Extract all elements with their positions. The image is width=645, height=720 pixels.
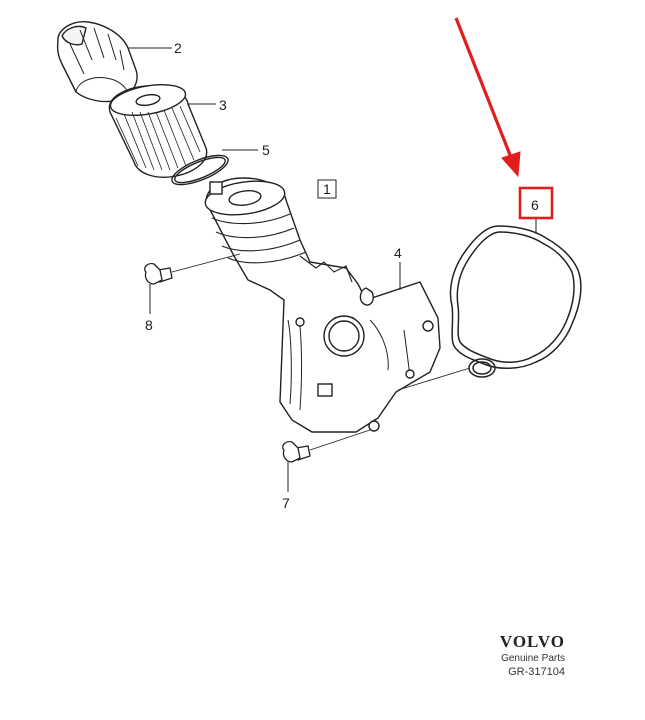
brand-subtitle: Genuine Parts — [501, 653, 565, 664]
part-7-bolt — [282, 440, 311, 463]
part-1-filter-housing — [204, 177, 441, 433]
red-arrow-icon — [454, 17, 521, 178]
callout-2: 2 — [174, 40, 182, 56]
brand-logo: VOLVO — [499, 632, 565, 651]
callout-6: 6 — [531, 197, 539, 213]
callout-1: 1 — [323, 181, 331, 197]
brand-block: VOLVO Genuine Parts GR-317104 — [445, 632, 565, 678]
part-6-gasket — [449, 225, 582, 378]
callout-6-highlight-box — [518, 186, 554, 220]
part-8-bolt — [144, 262, 173, 285]
callout-1-box — [317, 179, 337, 199]
callout-3: 3 — [219, 97, 227, 113]
callout-5: 5 — [262, 142, 270, 158]
drawing-code: GR-317104 — [508, 666, 565, 678]
callout-7: 7 — [282, 495, 290, 511]
part-2-filter-cap — [56, 21, 138, 103]
part-3-filter-element — [108, 84, 208, 178]
part-5-o-ring — [171, 154, 229, 186]
callout-4: 4 — [394, 245, 402, 261]
callout-8: 8 — [145, 317, 153, 333]
